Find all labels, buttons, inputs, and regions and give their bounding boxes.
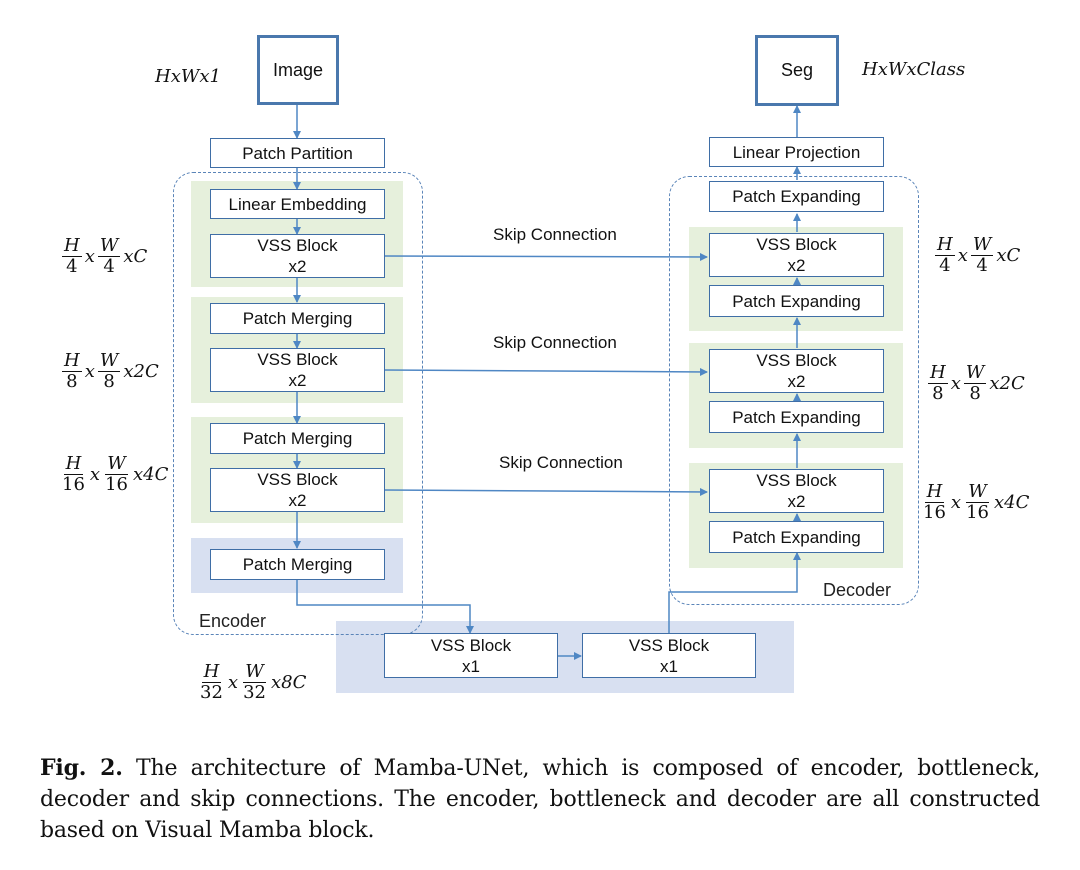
decoder-group: [669, 176, 919, 605]
block-title: VSS Block: [257, 350, 338, 369]
linear-embedding-box: Linear Embedding: [210, 189, 385, 219]
encoder-vss-block-3: VSS Block x2: [210, 468, 385, 512]
patch-expanding-box-1: Patch Expanding: [709, 285, 884, 317]
linear-projection-box: Linear Projection: [709, 137, 884, 167]
image-input-box: Image: [257, 35, 339, 105]
skip-connection-label-2: Skip Connection: [493, 333, 617, 352]
encoder-group: [173, 172, 423, 635]
block-title: VSS Block: [430, 635, 512, 655]
patch-expanding-box-top: Patch Expanding: [709, 181, 884, 212]
decoder-label: Decoder: [823, 580, 892, 600]
skip-connection-label-3: Skip Connection: [499, 453, 623, 472]
block-repeat: x2: [288, 257, 307, 276]
input-dims-label: HxWx1: [155, 66, 221, 87]
bottleneck-vss-block-2: VSS Block x1: [582, 633, 756, 678]
skip-connection-line-3: [383, 487, 708, 496]
architecture-diagram: Encoder Decoder: [62, 35, 1030, 703]
block-title: VSS Block: [257, 236, 338, 255]
block-repeat: x2: [787, 372, 806, 391]
figure-caption: Fig. 2. The architecture of Mamba-UNet, …: [40, 753, 1040, 846]
skip-connection-line-2: [383, 367, 708, 376]
block-repeat: x2: [787, 256, 806, 275]
patch-partition-box: Patch Partition: [210, 138, 385, 168]
connector-lines: [293, 105, 801, 660]
patch-merging-box-final: Patch Merging: [210, 549, 385, 580]
block-repeat: x1: [660, 656, 678, 676]
encoder-vss-block-1: VSS Block x2: [210, 234, 385, 278]
skip-connection-line-1: [383, 252, 708, 261]
block-repeat: x1: [462, 656, 480, 676]
block-repeat: x2: [288, 371, 307, 390]
block-title: VSS Block: [628, 635, 710, 655]
block-title: VSS Block: [756, 351, 837, 370]
block-title: VSS Block: [257, 470, 338, 489]
block-title: VSS Block: [756, 471, 837, 490]
seg-output-box: Seg: [755, 35, 839, 106]
arrow-final-merge-to-bottleneck: [296, 580, 474, 634]
patch-expanding-box-2: Patch Expanding: [709, 401, 884, 433]
encoder-label: Encoder: [199, 611, 267, 631]
decoder-vss-block-3: VSS Block x2: [709, 469, 884, 513]
block-title: VSS Block: [756, 235, 837, 254]
bottleneck-vss-block-1: VSS Block x1: [384, 633, 558, 678]
output-dims-label: HxWxClass: [862, 59, 966, 80]
arrow-bottleneck-to-decoder: [668, 552, 801, 634]
skip-connection-label-1: Skip Connection: [493, 225, 617, 244]
patch-expanding-box-3: Patch Expanding: [709, 521, 884, 553]
decoder-vss-block-1: VSS Block x2: [709, 233, 884, 277]
patch-merging-box-2: Patch Merging: [210, 303, 385, 334]
block-repeat: x2: [787, 492, 806, 511]
caption-label: Fig. 2.: [40, 755, 123, 781]
patch-merging-box-3: Patch Merging: [210, 423, 385, 454]
decoder-vss-block-2: VSS Block x2: [709, 349, 884, 393]
block-repeat: x2: [288, 491, 307, 510]
encoder-vss-block-2: VSS Block x2: [210, 348, 385, 392]
caption-text: The architecture of Mamba-UNet, which is…: [40, 756, 1041, 843]
